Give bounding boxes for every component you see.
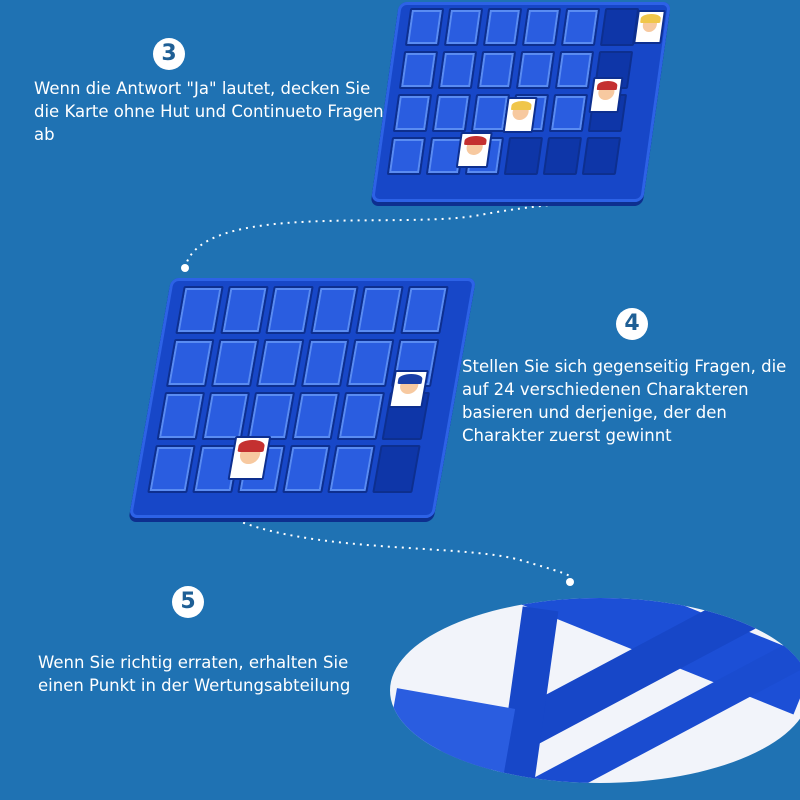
- step-3-text: Wenn die Antwort "Ja" lautet, decken Sie…: [34, 79, 384, 144]
- board-tile: [282, 445, 331, 493]
- board-tile: [165, 339, 215, 387]
- board-tile: [437, 51, 478, 89]
- character-card-amy: [388, 370, 429, 408]
- board-tile: [156, 392, 206, 440]
- board-tile: [336, 392, 386, 440]
- board-tile: [372, 445, 421, 493]
- game-board-middle: [128, 278, 477, 518]
- board-tile: [327, 445, 376, 493]
- board-tile: [542, 137, 583, 175]
- character-card: [455, 132, 493, 168]
- board-tile: [431, 94, 472, 132]
- board-tile: [503, 137, 544, 175]
- board-tile: [554, 51, 595, 89]
- score-tracker-closeup: [390, 598, 800, 783]
- board-tile: [355, 286, 404, 334]
- board-tile: [482, 8, 523, 46]
- board-tile: [400, 286, 449, 334]
- board-tile: [220, 286, 269, 334]
- board-tile: [201, 392, 251, 440]
- board-tile: [175, 286, 224, 334]
- board-tile: [310, 286, 359, 334]
- board-tile: [476, 51, 517, 89]
- board-tile: [548, 94, 589, 132]
- character-card: [633, 10, 666, 44]
- board-tile: [521, 8, 562, 46]
- board-tile: [560, 8, 601, 46]
- board-tile: [210, 339, 260, 387]
- board-tile: [255, 339, 305, 387]
- step-4-badge: 4: [616, 308, 648, 340]
- board-tile: [345, 339, 395, 387]
- board-tile: [291, 392, 341, 440]
- step-3-badge: 3: [153, 38, 185, 70]
- board-tile: [265, 286, 314, 334]
- board-tile: [515, 51, 556, 89]
- character-card: [588, 77, 624, 113]
- game-board-top: [370, 2, 672, 202]
- board-tile: [386, 137, 427, 175]
- step-5-text: Wenn Sie richtig erraten, erhalten Sie e…: [38, 653, 351, 695]
- board-tile: [581, 137, 622, 175]
- step-4-text: Stellen Sie sich gegenseitig Fragen, die…: [462, 357, 787, 445]
- board-tile: [147, 445, 196, 493]
- board-tile: [398, 51, 439, 89]
- character-card: [502, 97, 538, 133]
- board-tile: [246, 392, 296, 440]
- board-tile: [404, 8, 445, 46]
- board-tile: [443, 8, 484, 46]
- board-tile: [392, 94, 433, 132]
- board-tile: [300, 339, 350, 387]
- step-5-badge: 5: [172, 586, 204, 618]
